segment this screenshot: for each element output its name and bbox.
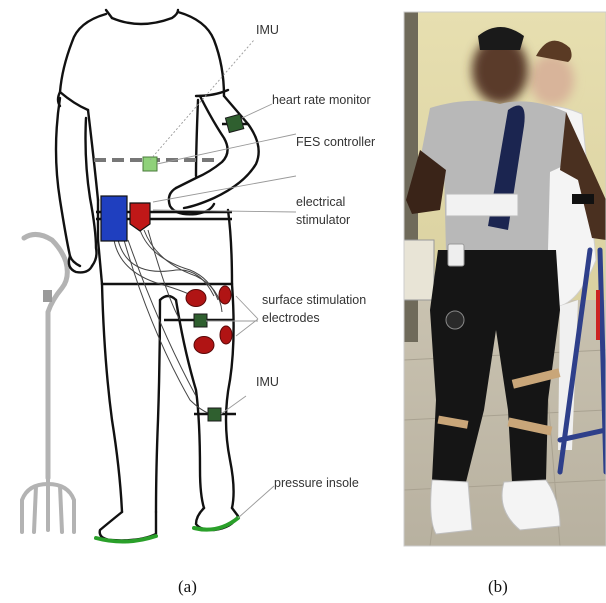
fes-controller-box — [143, 157, 157, 171]
electrode — [220, 326, 232, 344]
label-imu-top: IMU — [256, 23, 279, 37]
caption-b: (b) — [488, 577, 508, 596]
label-electrodes-2: electrodes — [262, 311, 320, 325]
thigh-sensor — [194, 314, 207, 327]
label-heart-rate-monitor: heart rate monitor — [272, 93, 371, 107]
electrode — [219, 286, 231, 304]
left-pressure-insole — [96, 536, 156, 542]
label-imu-bottom: IMU — [256, 375, 279, 389]
label-pressure-insole: pressure insole — [274, 476, 359, 490]
label-electrodes-1: surface stimulation — [262, 293, 366, 307]
straps — [94, 124, 248, 414]
panel-a-schematic: IMU heart rate monitor FES controller el… — [22, 10, 375, 596]
electrode — [194, 337, 214, 354]
caption-a: (a) — [178, 577, 197, 596]
label-electrical-stimulator-2: stimulator — [296, 213, 350, 227]
right-pressure-insole — [194, 518, 238, 530]
body-outline — [56, 10, 259, 540]
panel-b-photo: (b) — [404, 12, 606, 596]
label-leaders — [150, 40, 296, 518]
walking-cane — [22, 234, 74, 532]
shank-imu-sensor — [208, 408, 221, 421]
label-fes-controller: FES controller — [296, 135, 375, 149]
electrode — [186, 290, 206, 307]
label-electrical-stimulator-1: electrical — [296, 195, 345, 209]
heart-rate-monitor-sensor — [225, 114, 243, 132]
electrical-stimulator-red — [130, 203, 150, 231]
electrical-stimulator-blue — [101, 196, 127, 241]
